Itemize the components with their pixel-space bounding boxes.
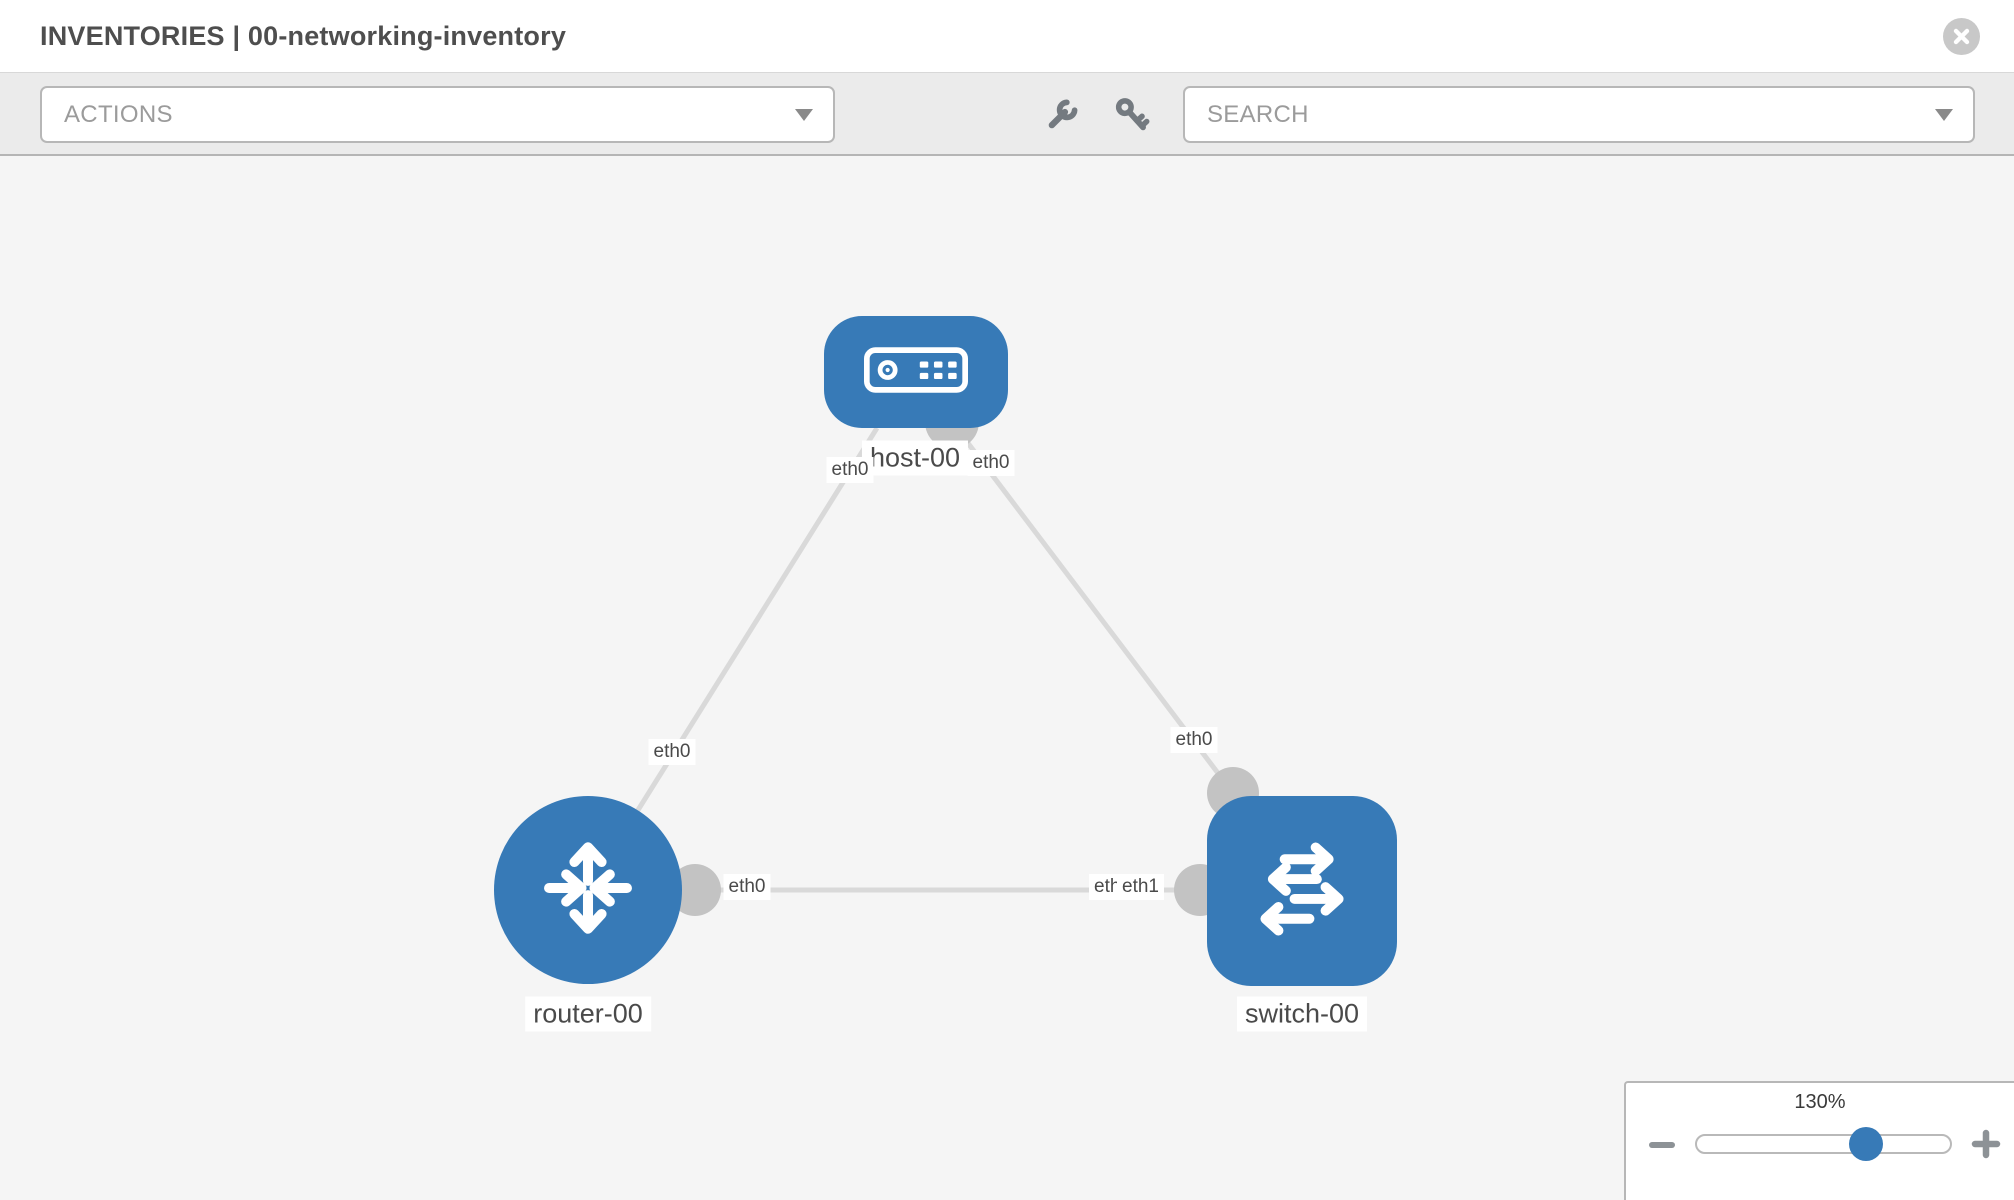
actions-dropdown[interactable]: ACTIONS	[40, 86, 835, 143]
interface-label-host-left: eth0	[826, 457, 874, 483]
wrench-icon[interactable]	[1042, 95, 1082, 140]
interface-connector-router-eth0[interactable]	[669, 864, 721, 916]
interface-label-router-top: eth0	[648, 739, 696, 765]
node-label-router[interactable]: router-00	[525, 996, 651, 1032]
close-icon	[1953, 28, 1970, 45]
chevron-down-icon	[1935, 108, 1953, 121]
search-dropdown[interactable]: SEARCH	[1183, 86, 1975, 143]
node-router-00[interactable]	[494, 796, 682, 984]
interface-label-switch-left-eth1: eth1	[1117, 874, 1164, 900]
router-icon	[529, 829, 647, 952]
actions-dropdown-label: ACTIONS	[64, 100, 173, 128]
search-placeholder: SEARCH	[1207, 100, 1309, 128]
interface-label-switch-top: eth0	[1170, 727, 1218, 753]
zoom-slider[interactable]	[1695, 1127, 1952, 1161]
toolbar: ACTIONS SEARCH	[0, 72, 2014, 156]
node-host-00[interactable]	[824, 316, 1008, 428]
zoom-slider-thumb[interactable]	[1849, 1127, 1883, 1161]
zoom-out-button[interactable]	[1648, 1131, 1676, 1164]
zoom-level-value: 130%	[1794, 1091, 1846, 1113]
interface-label-host-right: eth0	[967, 450, 1015, 476]
key-icon[interactable]	[1110, 93, 1154, 142]
chevron-down-icon	[795, 108, 813, 121]
close-button[interactable]	[1943, 17, 1980, 55]
switch-icon	[1240, 827, 1364, 956]
zoom-control-panel: 130%	[1624, 1081, 2014, 1200]
interface-label-router-right: eth0	[723, 874, 771, 900]
node-label-switch[interactable]: switch-00	[1236, 996, 1368, 1032]
node-switch-00[interactable]	[1207, 796, 1397, 986]
header-bar: INVENTORIES | 00-networking-inventory	[0, 0, 2014, 72]
host-icon	[864, 346, 968, 398]
topology-canvas[interactable]: host-00 router-00 switch-00 eth0 eth0 et…	[0, 156, 2014, 1200]
node-label-host[interactable]: host-00	[861, 440, 969, 476]
links-layer	[585, 395, 1302, 916]
zoom-in-button[interactable]	[1969, 1127, 2003, 1166]
page-title: INVENTORIES | 00-networking-inventory	[40, 20, 567, 51]
